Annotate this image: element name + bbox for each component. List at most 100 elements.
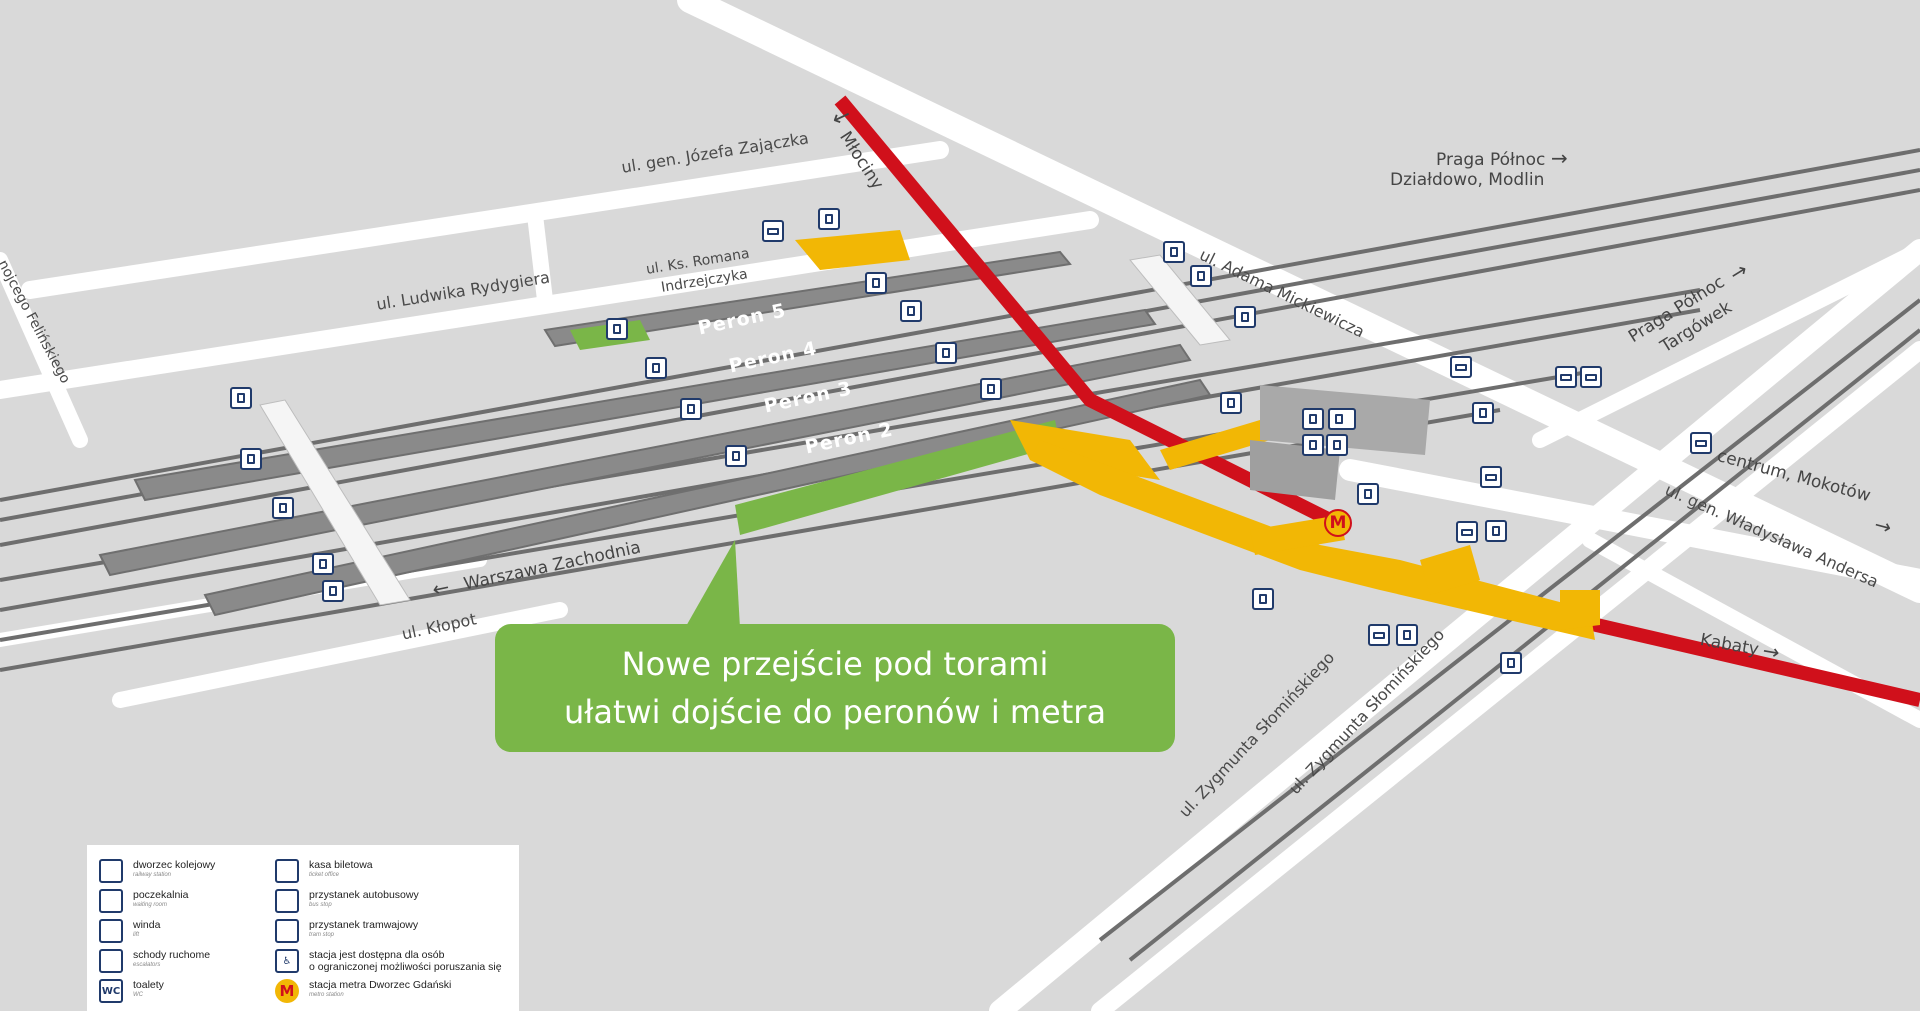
platform-2	[203, 378, 1212, 617]
legend-label: przystanek autobusowy	[309, 889, 419, 901]
elevator-icon	[312, 553, 334, 575]
road-felinskiego	[0, 252, 88, 448]
legend-label: winda	[133, 919, 161, 931]
waiting-room-icon	[1302, 434, 1324, 456]
elevator-icon	[1485, 520, 1507, 542]
callout-pointer	[685, 540, 740, 628]
elevator-icon	[1220, 392, 1242, 414]
metro-station-marker: M	[1324, 509, 1352, 537]
legend-sublabel: metro station	[309, 992, 344, 998]
road-indrzejczyka	[527, 207, 553, 308]
bus-stop-icon	[762, 220, 784, 242]
legend-sublabel: lift	[133, 932, 139, 938]
legend-sublabel: railway station	[133, 872, 172, 878]
metro-station-icon: M	[275, 979, 299, 1003]
direction-dzialdowo-modlin: Działdowo, Modlin	[1390, 170, 1545, 190]
elevator-icon	[900, 300, 922, 322]
road-slominskiego	[989, 239, 1920, 1011]
bus-stop-icon	[1480, 466, 1502, 488]
elevator-icon	[645, 357, 667, 379]
elevator-icon	[980, 378, 1002, 400]
direction-praga-polnoc: Praga Północ	[1436, 150, 1546, 170]
road-targowek	[1532, 242, 1920, 448]
elevator-icon	[1357, 483, 1379, 505]
tram-stop-icon	[1580, 366, 1602, 388]
tram-stop-icon	[1368, 624, 1390, 646]
new-passage-callout: Nowe przejście pod torami ułatwi dojście…	[495, 624, 1175, 752]
road-andersa	[1339, 459, 1920, 591]
elevator-icon	[1252, 588, 1274, 610]
existing-passages	[795, 230, 1600, 640]
elevator-icon	[935, 342, 957, 364]
legend-label: stacja jest dostępna dla osób	[309, 949, 445, 961]
elevator-icon	[1190, 265, 1212, 287]
elevator-icon	[1472, 402, 1494, 424]
bus-stop-icon	[1690, 432, 1712, 454]
elevator-icon	[1234, 306, 1256, 328]
platforms	[98, 250, 1212, 617]
elevator-icon	[606, 318, 628, 340]
train-station-icon	[99, 859, 123, 883]
legend-sublabel: escalators	[133, 962, 161, 968]
wc-icon	[1328, 408, 1356, 430]
callout-line-2: ułatwi dojście do peronów i metra	[563, 693, 1107, 731]
legend-sublabel: waiting room	[133, 902, 168, 908]
elevator-icon	[1396, 624, 1418, 646]
road-slominskiego-2	[1091, 341, 1920, 1011]
elevator-icon	[99, 919, 123, 943]
platform-4	[133, 308, 1157, 502]
wc-icon: WC	[99, 979, 123, 1003]
legend-label-2: o ograniczonej możliwości poruszania się	[309, 961, 502, 973]
footbridges	[259, 254, 1231, 606]
elevator-icon	[230, 387, 252, 409]
escalator-icon	[99, 949, 123, 973]
road-klopot	[112, 602, 568, 708]
legend-label: schody ruchome	[133, 949, 211, 961]
platform-5	[543, 250, 1072, 348]
wheelchair-icon: ♿	[275, 949, 299, 973]
wheelchair-icon	[1326, 434, 1348, 456]
legend-label: kasa biletowa	[309, 859, 373, 871]
elevator-icon	[240, 448, 262, 470]
new-passage-green	[735, 420, 1060, 535]
callout-line-1: Nowe przejście pod torami	[621, 645, 1049, 683]
tram-stop-icon	[1456, 521, 1478, 543]
legend-label: dworzec kolejowy	[133, 859, 216, 871]
legend-label: przystanek tramwajowy	[309, 919, 419, 931]
legend-label: toalety	[133, 979, 164, 991]
road-zajaczka	[21, 141, 949, 299]
arrow-icon-praga-polnoc: →	[1551, 146, 1568, 170]
train-station-icon	[1302, 408, 1324, 430]
legend-sublabel: WC	[133, 992, 143, 998]
elevator-icon	[818, 208, 840, 230]
legend-label: poczekalnia	[133, 889, 189, 901]
bus-stop-icon	[1555, 366, 1577, 388]
tram-stop-icon	[275, 919, 299, 943]
waiting-room-icon	[99, 889, 123, 913]
legend-sublabel: bus stop	[309, 902, 332, 908]
elevator-icon	[1163, 241, 1185, 263]
legend-label: stacja metra Dworzec Gdański	[309, 979, 452, 991]
elevator-icon	[272, 497, 294, 519]
elevator-icon	[725, 445, 747, 467]
legend-sublabel: ticket office	[309, 872, 340, 878]
ticket-office-icon	[275, 859, 299, 883]
legend-sublabel: tram stop	[309, 932, 335, 938]
platform-3	[98, 343, 1192, 577]
bus-stop-icon	[275, 889, 299, 913]
elevator-icon	[322, 580, 344, 602]
bus-stop-icon	[1450, 356, 1472, 378]
elevator-icon	[1500, 652, 1522, 674]
